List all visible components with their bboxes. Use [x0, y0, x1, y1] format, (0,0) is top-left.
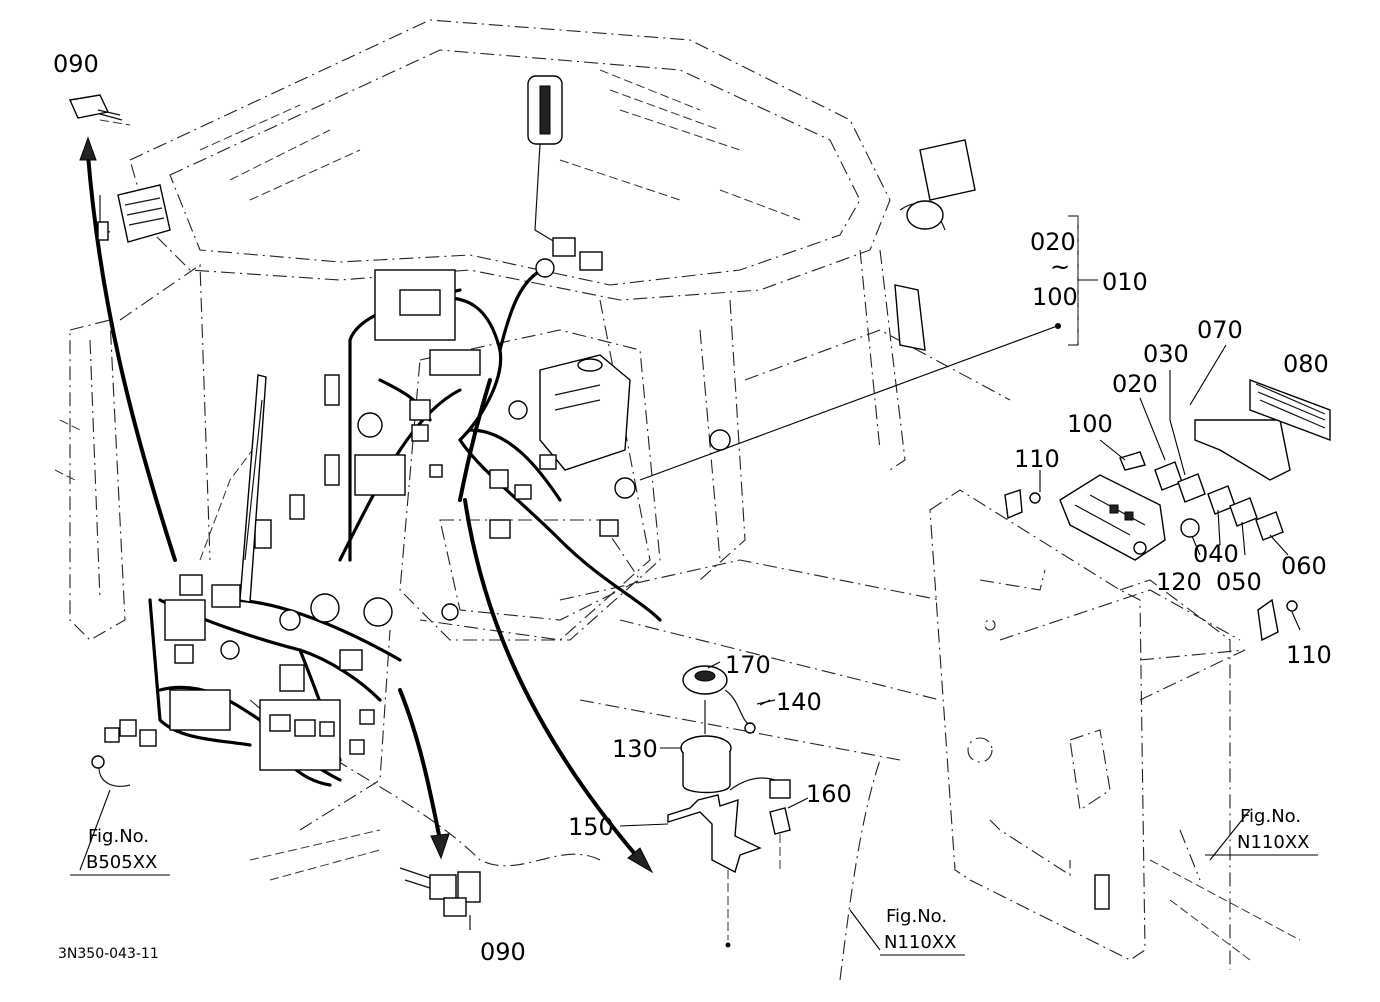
fuse-box-icon — [1059, 474, 1166, 561]
washer-tank-icon — [539, 354, 631, 471]
label-tilde: ~ — [1050, 253, 1070, 281]
label-080-icon — [1249, 378, 1331, 442]
label-090-top: 090 — [53, 50, 99, 78]
leader-lines — [70, 344, 1318, 956]
bracket-110-a-icon — [1004, 489, 1023, 520]
figure-references: Fig.No. B505XX Fig.No. N110XX Fig.No. N1… — [86, 806, 1309, 953]
side-panel — [929, 489, 1301, 970]
ref-n110-right-line1: Fig.No. — [1240, 806, 1301, 827]
wiper-icon — [239, 374, 267, 603]
label-150: 150 — [568, 813, 614, 841]
ref-n110-center-line2: N110XX — [884, 932, 956, 953]
fuse-030-icon — [1177, 473, 1206, 503]
label-100: 100 — [1067, 410, 1113, 438]
label-060: 060 — [1281, 552, 1327, 580]
fuse-box-assembly — [1004, 378, 1331, 642]
range-bracket — [1068, 215, 1098, 346]
label-120: 120 — [1156, 568, 1202, 596]
label-070: 070 — [1197, 316, 1243, 344]
ref-b505-line2: B505XX — [86, 852, 157, 873]
label-110-b: 110 — [1286, 641, 1332, 669]
part-labels: 090 090 020 ~ 100 010 070 030 080 020 10… — [53, 50, 1332, 966]
connector-090-top-icon — [68, 94, 131, 241]
side-lamp-icon — [894, 284, 926, 351]
label-020: 020 — [1112, 370, 1158, 398]
fuse-060-icon — [1255, 511, 1284, 541]
bracket-150-icon — [667, 794, 762, 874]
fuse-100-icon — [1119, 451, 1146, 471]
label-030: 030 — [1143, 340, 1189, 368]
ref-n110-center-line1: Fig.No. — [886, 906, 947, 927]
callout-arrows — [79, 136, 1061, 874]
grommet-120-icon — [1180, 518, 1200, 538]
fuse-020-icon — [1154, 461, 1183, 491]
ref-n110-right-line2: N110XX — [1237, 832, 1309, 853]
label-170: 170 — [725, 651, 771, 679]
fuse-box-cover-icon — [1194, 419, 1291, 481]
label-140: 140 — [776, 688, 822, 716]
label-040: 040 — [1193, 540, 1239, 568]
label-130: 130 — [612, 735, 658, 763]
label-080: 080 — [1283, 350, 1329, 378]
ref-b505-line1: Fig.No. — [88, 826, 149, 847]
label-100-range: 100 — [1032, 283, 1078, 311]
work-light-left-icon — [117, 184, 171, 243]
fuse-050-icon — [1229, 497, 1258, 527]
diagram-code: 3N350-043-11 — [58, 946, 159, 962]
bolt-160-icon — [769, 807, 791, 835]
work-lights — [117, 75, 976, 351]
label-110-a: 110 — [1014, 445, 1060, 473]
work-light-right-icon — [919, 139, 976, 201]
bracket-110-b-icon — [1257, 598, 1279, 642]
label-020-range: 020 — [1030, 228, 1076, 256]
cabin-outline — [54, 19, 1011, 981]
buzzer-assembly — [667, 665, 791, 948]
label-090-bottom: 090 — [480, 938, 526, 966]
label-050: 050 — [1216, 568, 1262, 596]
label-010: 010 — [1102, 268, 1148, 296]
connector-090-bottom-icon — [399, 867, 481, 917]
label-160: 160 — [806, 780, 852, 808]
connector-cluster — [91, 258, 731, 787]
